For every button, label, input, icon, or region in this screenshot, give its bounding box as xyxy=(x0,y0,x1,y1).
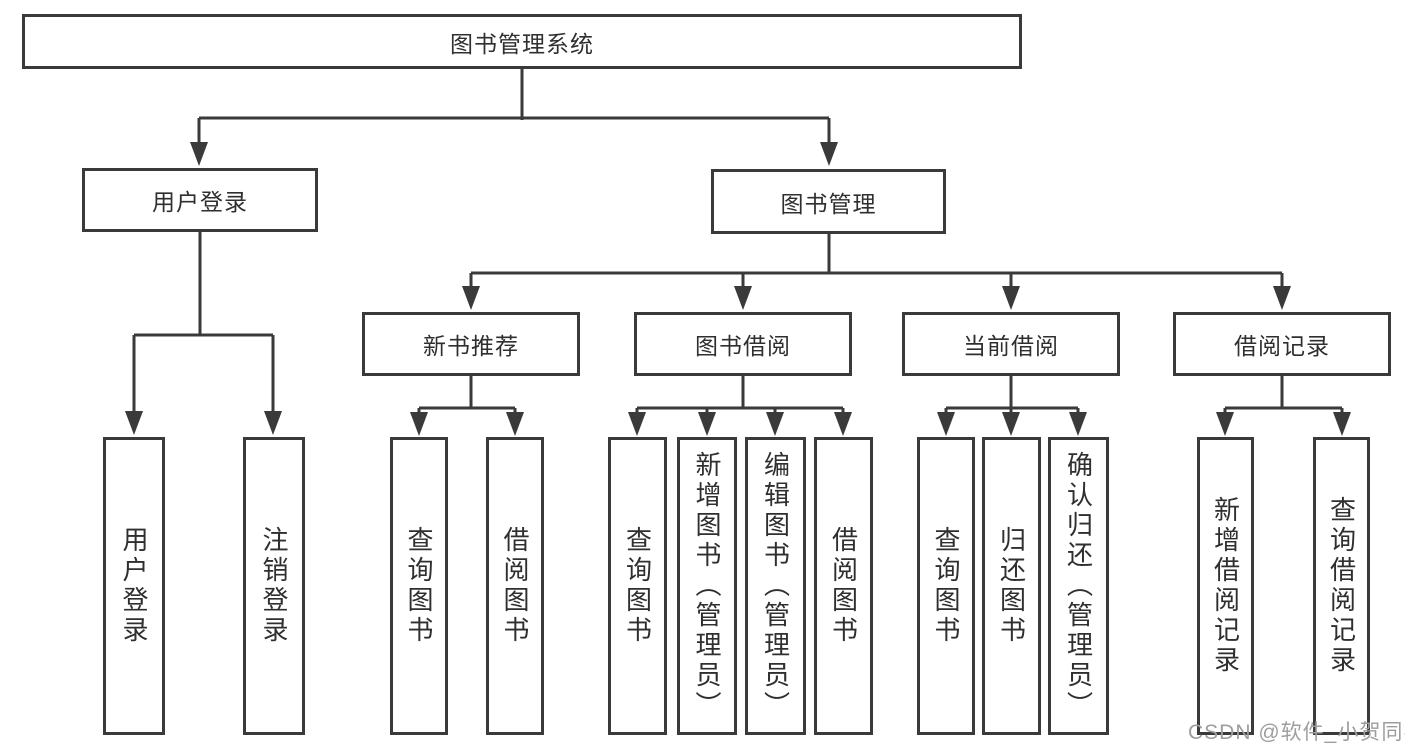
csdn-watermark: CSDN @软件_小贺同学 xyxy=(1188,721,1405,744)
node-label: 当前借阅 xyxy=(963,333,1059,359)
leaf-query-books-current: 查询图书 xyxy=(917,437,975,735)
leaf-return-books: 归还图书 xyxy=(982,437,1041,735)
leaf-confirm-return-admin: 确认归还（管理员） xyxy=(1048,437,1109,735)
node-root-label: 图书管理系统 xyxy=(450,30,594,57)
leaf-add-borrow-record: 新增借阅记录 xyxy=(1197,437,1254,735)
node-borrow-records: 借阅记录 xyxy=(1173,312,1391,376)
node-label: 借阅记录 xyxy=(1234,333,1330,359)
node-label: 图书借阅 xyxy=(695,333,791,359)
leaf-logout: 注销登录 xyxy=(243,437,305,735)
leaf-query-books-recommend: 查询图书 xyxy=(390,437,448,735)
node-book-management-branch: 图书管理 xyxy=(711,169,946,234)
leaf-edit-books-admin: 编辑图书（管理员） xyxy=(745,437,806,735)
leaf-query-books-borrowing: 查询图书 xyxy=(608,437,667,735)
node-new-book-recommend: 新书推荐 xyxy=(362,312,580,376)
leaf-borrow-books: 借阅图书 xyxy=(814,437,873,735)
node-label: 图书管理 xyxy=(780,190,877,217)
leaf-user-login: 用户登录 xyxy=(103,437,165,735)
leaf-query-borrow-record: 查询借阅记录 xyxy=(1313,437,1370,735)
leaf-add-books-admin: 新增图书（管理员） xyxy=(677,437,737,735)
node-label: 用户登录 xyxy=(152,189,248,215)
node-user-login-branch: 用户登录 xyxy=(82,168,318,232)
node-current-borrowing: 当前借阅 xyxy=(902,312,1120,376)
node-root-system: 图书管理系统 xyxy=(22,14,1022,69)
node-book-borrowing: 图书借阅 xyxy=(634,312,852,376)
node-label: 新书推荐 xyxy=(423,333,519,359)
leaf-borrow-books-recommend: 借阅图书 xyxy=(486,437,544,735)
